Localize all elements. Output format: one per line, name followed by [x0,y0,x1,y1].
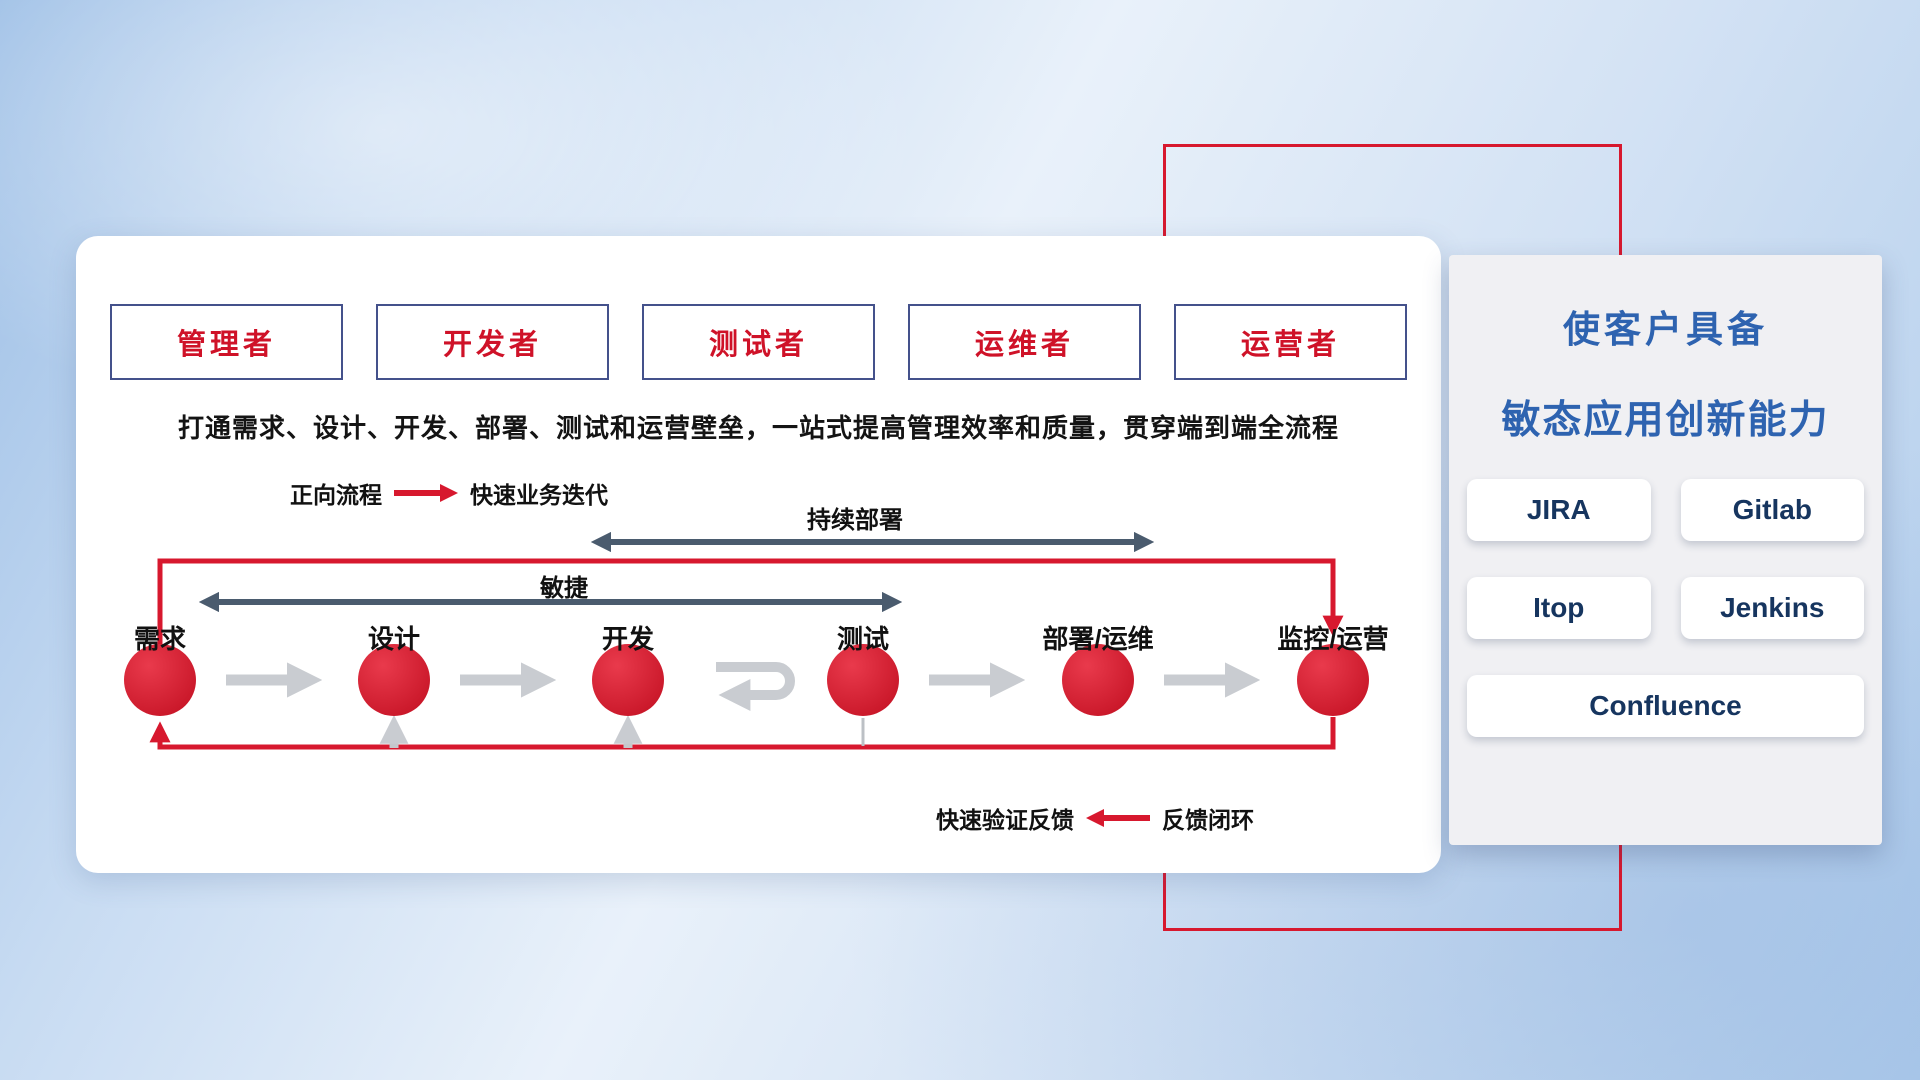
role-label: 开发者 [442,329,542,361]
tool-jira: JIRA [1467,479,1651,541]
label-continuous-deploy: 持续部署 [807,507,903,534]
role-box-developer: 开发者 [376,304,609,380]
role-label: 测试者 [708,329,808,361]
forward-arrow-icon [394,484,458,502]
panel-title-line1: 使客户具备 [1563,309,1768,350]
legend-forward: 正向流程 快速业务迭代 [290,476,608,510]
stage-label-monitor-op: 监控/运营 [1277,624,1389,654]
tool-jenkins: Jenkins [1680,577,1864,639]
tool-gitlab: Gitlab [1680,479,1864,541]
legend-feedback-desc: 快速验证反馈 [936,807,1074,833]
label-agile: 敏捷 [540,575,588,602]
card-subtitle: 打通需求、设计、开发、部署、测试和运营壁垒，一站式提高管理效率和质量，贯穿端到端… [177,413,1339,443]
legend-feedback: 快速验证反馈 反馈闭环 [936,801,1254,835]
role-label: 运营者 [1240,329,1340,361]
left-arrow-icon [1086,809,1150,827]
tool-confluence: Confluence [1467,675,1864,737]
capability-panel: 使客户具备 敏态应用创新能力 JIRA Gitlab Itop Jenkins … [1449,255,1882,845]
feedback-loop-line [149,717,1336,750]
stage-label-design: 设计 [367,624,420,654]
tools-grid: JIRA Gitlab Itop Jenkins Confluence [1467,479,1864,737]
stage-label-development: 开发 [601,624,654,654]
devops-flow-card: 管理者 开发者 测试者 运维者 运营者 打通需求、设计、开发、部署、测试和运营壁… [76,236,1441,873]
panel-title-line2: 敏态应用创新能力 [1501,399,1830,442]
role-box-manager: 管理者 [110,304,343,380]
role-label: 管理者 [176,329,276,361]
roles-row: 管理者 开发者 测试者 运维者 运营者 [110,304,1407,380]
stage-label-deploy-ops: 部署/运维 [1042,624,1154,654]
role-box-tester: 测试者 [642,304,875,380]
tool-itop: Itop [1467,577,1651,639]
stage-label-requirements: 需求 [133,624,186,654]
role-label: 运维者 [974,329,1074,361]
legend-forward-desc: 快速业务迭代 [470,482,608,508]
role-box-ops: 运维者 [908,304,1141,380]
stage-label-testing: 测试 [836,624,889,654]
legend-forward-label: 正向流程 [290,482,382,508]
legend-feedback-label: 反馈闭环 [1162,807,1254,833]
role-box-operator: 运营者 [1174,304,1407,380]
iteration-arrow [716,662,795,712]
